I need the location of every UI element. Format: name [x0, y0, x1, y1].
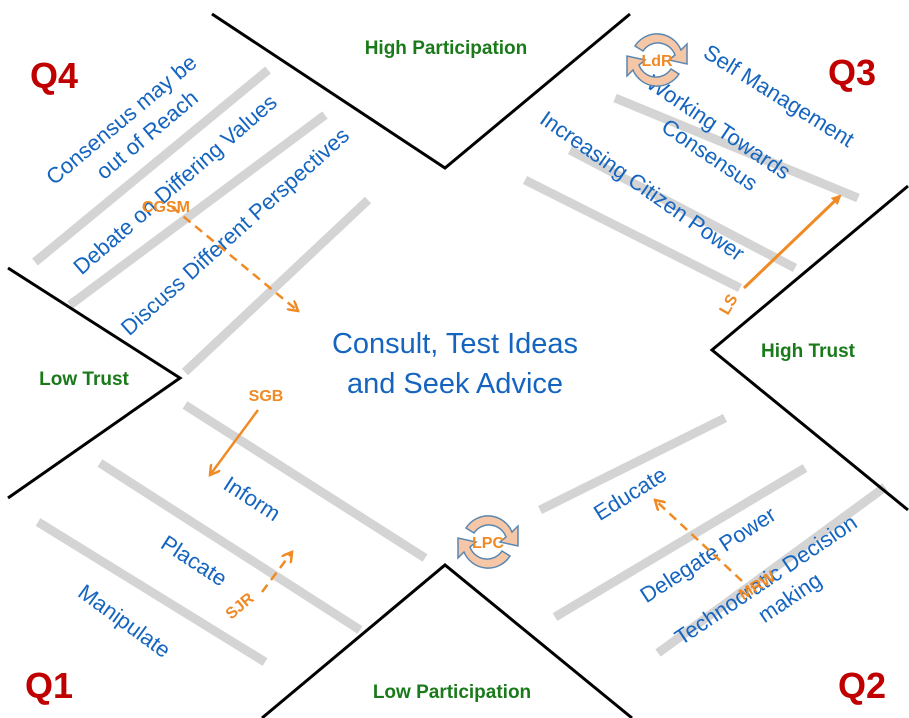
actor-ldr: LdR — [641, 53, 673, 70]
q2-bands — [537, 413, 888, 657]
quadrant-label-q3: Q3 — [828, 52, 876, 93]
quadrant-label-q2: Q2 — [838, 665, 886, 706]
actor-sjr: SJR — [223, 590, 258, 623]
cgsm-arrow — [171, 206, 298, 311]
q4-bands — [32, 66, 372, 376]
axis-high-trust: High Trust — [761, 341, 856, 362]
q1-manipulate-label: Manipulate — [74, 579, 176, 662]
axis-high-participation: High Participation — [365, 38, 528, 59]
boundary-lines — [7, 12, 909, 718]
arrows — [171, 194, 842, 593]
axis-low-participation: Low Participation — [373, 682, 531, 703]
center-line-1: Consult, Test Ideas — [332, 328, 578, 360]
actor-sgb: SGB — [249, 388, 284, 405]
center-line-2: and Seek Advice — [347, 368, 563, 400]
q1-bands — [35, 401, 428, 666]
q3-bands — [522, 93, 860, 293]
q2-educate-label: Educate — [589, 462, 671, 526]
axis-low-trust: Low Trust — [39, 369, 129, 390]
actor-ls: LS — [717, 291, 742, 317]
actor-cgsm: CGSM — [142, 199, 190, 216]
q1-inform-label: Inform — [219, 471, 285, 526]
sjr-arrow — [261, 552, 292, 593]
ldr-cycle-icon — [626, 33, 688, 87]
lpc-cycle-icon — [457, 515, 519, 569]
quadrant-label-q4: Q4 — [30, 55, 78, 96]
actor-lpc: LPC — [472, 535, 504, 552]
quadrant-label-q1: Q1 — [25, 665, 73, 706]
ls-arrow — [742, 194, 842, 290]
mrw-arrow — [655, 500, 743, 582]
q4-discuss-label: Discuss Different Perspectives — [116, 122, 354, 340]
sgb-arrow — [210, 409, 260, 475]
